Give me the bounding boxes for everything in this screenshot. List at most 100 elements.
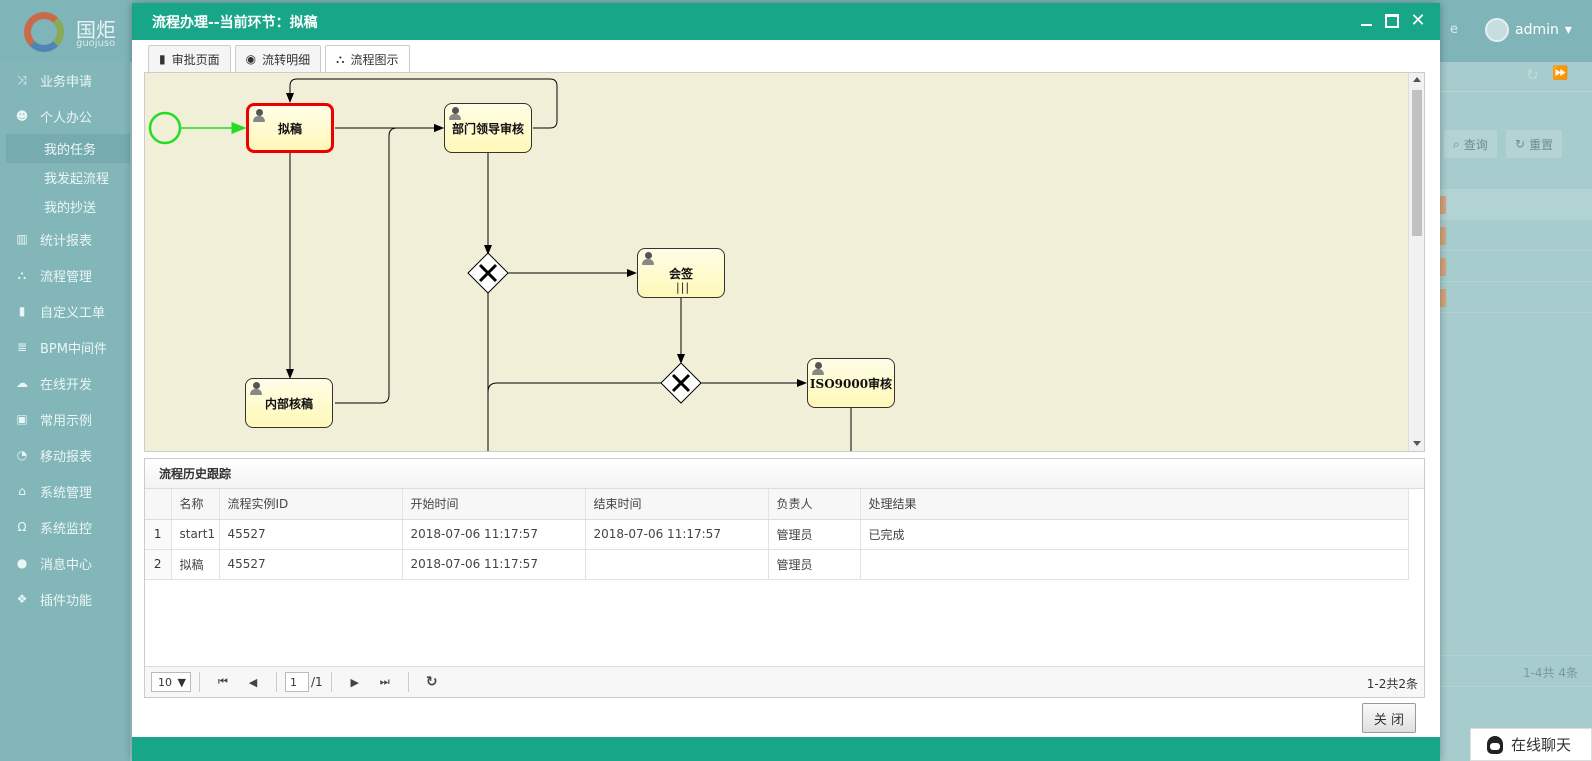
exclusive-gateway-2 (660, 362, 702, 404)
sidebar-item-label: 个人办公 (40, 110, 93, 126)
shuffle-icon: ⤨ (17, 72, 27, 87)
status-badge (1440, 258, 1446, 276)
minimize-icon[interactable] (1358, 13, 1374, 29)
page-size-select[interactable]: 10▼ (151, 672, 191, 692)
logo-icon (24, 12, 64, 52)
qq-icon (1487, 735, 1503, 754)
eye-icon: ◉ (245, 52, 257, 66)
sidebar-item-reports[interactable]: ▥统计报表 (0, 221, 130, 257)
table-row[interactable] (1440, 283, 1592, 313)
reset-button[interactable]: ↻重置 (1506, 130, 1563, 158)
sidebar-sub-my-cc[interactable]: 我的抄送 (44, 201, 97, 216)
query-button[interactable]: ⌕查询 (1444, 130, 1497, 158)
flow-internal-to-dept (335, 124, 444, 404)
user-task-icon (642, 252, 654, 265)
sidebar-item-messages[interactable]: ●消息中心 (0, 545, 130, 581)
flow-dept-to-draft (286, 78, 558, 129)
col-result[interactable]: 处理结果 (860, 489, 1409, 520)
sidebar-sub-my-tasks[interactable]: 我的任务 (6, 134, 130, 163)
avatar (1485, 18, 1509, 42)
table-row[interactable]: 2 拟稿 45527 2018-07-06 11:17:57 管理员 (145, 549, 1409, 580)
next-page-icon[interactable]: ▶ (350, 675, 359, 689)
status-badge (1440, 289, 1446, 307)
sitemap-icon: ⛬ (17, 267, 27, 282)
col-name[interactable]: 名称 (171, 489, 220, 520)
refresh-icon[interactable]: ↻ (425, 674, 438, 690)
sidebar-item-examples[interactable]: ▣常用示例 (0, 401, 130, 437)
background-content (1440, 62, 1592, 761)
scroll-down-icon[interactable] (1413, 441, 1421, 446)
pie-chart-icon: ◔ (16, 448, 28, 462)
table-row[interactable] (1440, 221, 1592, 251)
background-toolbar: ↻ ⏩ (1440, 62, 1592, 92)
sidebar-item-process-mgmt[interactable]: ⛬ 流程管理 (0, 257, 130, 293)
sidebar-sub-my-started[interactable]: 我发起流程 (44, 172, 110, 187)
sidebar-item-custom-order[interactable]: ▮自定义工单 (0, 293, 130, 329)
sidebar-item-label: 流程管理 (40, 269, 93, 285)
caret-down-icon: ▾ (1564, 22, 1572, 38)
tab-label: 流程图示 (350, 53, 399, 67)
user-name: admin (1515, 22, 1559, 38)
process-diagram[interactable]: 拟稿 部门领导审核 会签 ||| 内部核稿 ISO9000审核 (144, 72, 1425, 452)
refresh-icon[interactable]: ↻ (1526, 66, 1539, 84)
task-node-countersign[interactable]: 会签 ||| (637, 248, 725, 298)
pager-separator (330, 672, 332, 692)
sidebar-item-label: 业务申请 (40, 74, 93, 90)
col-instance-id[interactable]: 流程实例ID (219, 489, 403, 520)
task-node-dept-review[interactable]: 部门领导审核 (444, 103, 532, 153)
first-page-icon[interactable]: ⏮ (218, 675, 228, 688)
task-node-iso-review[interactable]: ISO9000审核 (807, 358, 895, 408)
close-button[interactable]: 关 闭 (1362, 703, 1416, 733)
table-row[interactable] (1440, 190, 1592, 220)
user-menu[interactable]: admin ▾ (1485, 18, 1572, 42)
pager-separator (407, 672, 409, 692)
task-node-internal-review[interactable]: 内部核稿 (245, 378, 333, 428)
sidebar-item-personal-office[interactable]: ☻个人办公 (0, 98, 130, 134)
app-logo: 国炬 guojuso (20, 8, 130, 54)
diagram-scrollbar[interactable] (1408, 73, 1424, 451)
process-modal: 流程办理--当前环节：拟稿 ✕ ▮审批页面 ◉流转明细 ⛬流程图示 (132, 3, 1440, 761)
cell-start-time: 2018-07-06 11:17:57 (402, 519, 586, 550)
last-page-icon[interactable]: ⏭ (379, 675, 390, 688)
pager-summary: 1-2共2条 (1366, 677, 1418, 691)
database-icon: ≣ (16, 340, 28, 354)
table-row[interactable] (1440, 252, 1592, 282)
exclusive-gateway-1 (467, 252, 509, 294)
cell-start-time: 2018-07-06 11:17:57 (402, 549, 586, 580)
task-node-draft[interactable]: 拟稿 (246, 103, 334, 153)
maximize-icon[interactable] (1384, 13, 1400, 29)
close-icon[interactable]: ✕ (1410, 10, 1426, 31)
cell-end-time (585, 549, 769, 580)
tab-approval-page[interactable]: ▮审批页面 (148, 45, 231, 72)
sidebar-item-label: 移动报表 (40, 449, 93, 465)
col-end-time[interactable]: 结束时间 (585, 489, 769, 520)
scroll-thumb[interactable] (1412, 90, 1422, 236)
sidebar-item-plugins[interactable]: ❖插件功能 (0, 581, 130, 617)
multi-instance-marker: ||| (676, 281, 691, 294)
modal-title-bar[interactable]: 流程办理--当前环节：拟稿 (132, 3, 1440, 40)
page-size-value: 10 (158, 675, 172, 689)
col-owner[interactable]: 负责人 (768, 489, 861, 520)
table-header-row: 名称 流程实例ID 开始时间 结束时间 负责人 处理结果 (145, 489, 1409, 520)
sidebar-item-online-dev[interactable]: ☁在线开发 (0, 365, 130, 401)
sidebar-item-business-apply[interactable]: ⤨ 业务申请 (0, 62, 130, 98)
forward-icon[interactable]: ⏩ (1552, 66, 1569, 81)
sidebar-item-bpm[interactable]: ≣BPM中间件 (0, 329, 130, 365)
headphones-icon: Ω (17, 520, 27, 534)
sidebar-item-system-mgmt[interactable]: ⌂系统管理 (0, 473, 130, 509)
user-task-icon (250, 382, 262, 395)
col-start-time[interactable]: 开始时间 (402, 489, 586, 520)
online-chat-button[interactable]: 在线聊天 (1470, 728, 1592, 761)
cell-name: 拟稿 (171, 549, 220, 580)
scroll-up-icon[interactable] (1413, 77, 1421, 82)
page-number-input[interactable]: 1 (285, 672, 309, 692)
tab-transfer-detail[interactable]: ◉流转明细 (234, 45, 322, 72)
tab-process-diagram[interactable]: ⛬流程图示 (325, 45, 410, 73)
table-row[interactable]: 1 start1 45527 2018-07-06 11:17:57 2018-… (145, 519, 1409, 550)
prev-page-icon[interactable]: ◀ (248, 675, 258, 689)
node-label: 会签 (668, 266, 693, 281)
node-label: 内部核稿 (264, 396, 313, 411)
sidebar-item-mobile-reports[interactable]: ◔ 移动报表 (0, 437, 130, 473)
sidebar-item-label: 自定义工单 (40, 305, 106, 321)
